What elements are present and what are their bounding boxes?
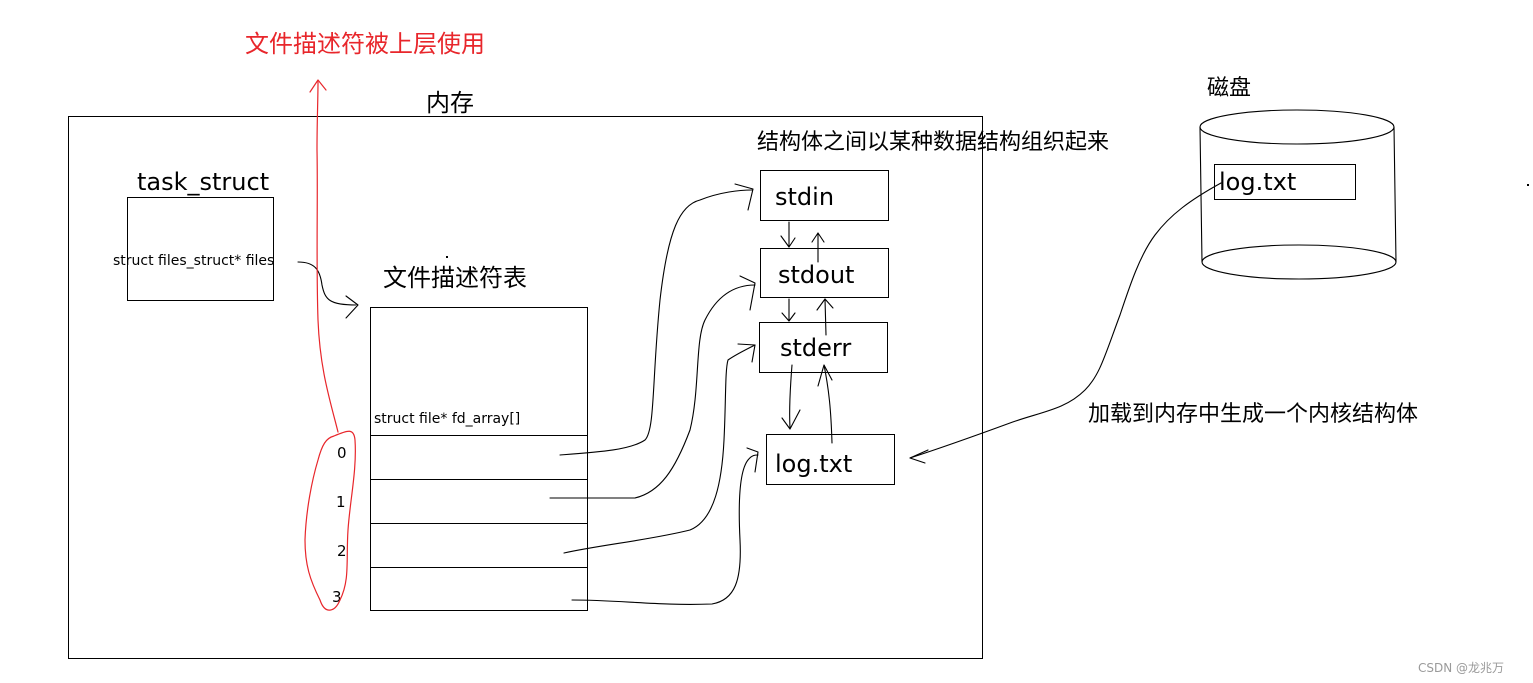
fd-slot-3	[371, 567, 587, 611]
fd-slot-0	[371, 435, 587, 479]
memory-label: 内存	[426, 89, 474, 117]
organize-note: 结构体之间以某种数据结构组织起来	[757, 130, 1110, 155]
file-struct-log: log.txt	[766, 434, 895, 485]
fd-slot-1	[371, 479, 587, 523]
fd-index-2: 2	[337, 542, 347, 560]
file-struct-label: stderr	[780, 334, 852, 362]
fd-table-box: struct file* fd_array[]	[370, 307, 588, 611]
load-note: 加载到内存中生成一个内核结构体	[1088, 402, 1419, 427]
fd-table-title: 文件描述符表	[383, 264, 527, 292]
fd-array-field: struct file* fd_array[]	[374, 411, 521, 427]
fd-index-0: 0	[337, 444, 347, 462]
disk-label: 磁盘	[1207, 76, 1252, 101]
file-struct-stdout: stdout	[760, 248, 889, 298]
file-struct-label: log.txt	[775, 450, 853, 478]
fd-index-3: 3	[332, 588, 342, 606]
watermark: CSDN @龙兆万	[1418, 661, 1505, 675]
fd-slot-2	[371, 523, 587, 567]
fd-index-1: 1	[336, 493, 346, 511]
upper-layer-note: 文件描述符被上层使用	[245, 30, 485, 58]
task-struct-title: task_struct	[137, 168, 270, 196]
task-struct-box	[127, 197, 274, 301]
file-struct-label: stdout	[778, 261, 855, 289]
disk-file-label: log.txt	[1219, 168, 1297, 196]
disk-file-box: log.txt	[1214, 164, 1356, 200]
file-struct-stderr: stderr	[759, 322, 888, 373]
files-struct-pointer-field: struct files_struct* files	[113, 253, 275, 269]
file-struct-label: stdin	[775, 183, 835, 211]
file-struct-stdin: stdin	[760, 170, 889, 221]
